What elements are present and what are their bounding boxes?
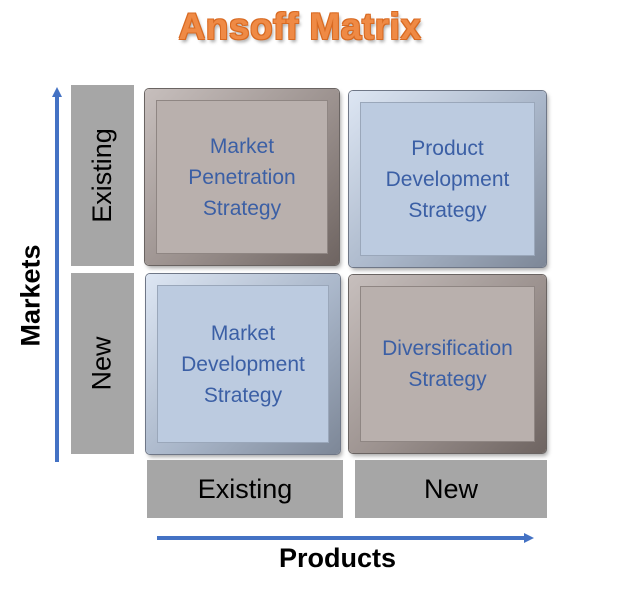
cell-text: Market Development Strategy [181, 321, 305, 407]
row-label-new-text: New [86, 336, 117, 391]
column-label-new: New [355, 460, 547, 518]
y-axis-title: Markets [15, 244, 46, 347]
x-axis-title: Products [279, 543, 397, 573]
column-label-existing-text: Existing [197, 473, 293, 504]
cell-market-development: Market Development Strategy [146, 274, 340, 454]
cell-market-penetration: Market Penetration Strategy [145, 89, 339, 265]
cell-text: Product Development Strategy [385, 136, 510, 222]
cell-diversification: Diversification Strategy [349, 275, 546, 453]
cell-text: Market Penetration Strategy [188, 134, 296, 220]
row-label-existing: Existing [71, 85, 134, 266]
row-label-new: New [71, 273, 134, 454]
column-label-existing: Existing [147, 460, 343, 518]
row-label-existing-text: Existing [87, 128, 118, 223]
cell-product-development: Product Development Strategy [349, 91, 546, 267]
column-label-new-text: New [423, 473, 478, 504]
cell-text: Diversification Strategy [382, 337, 513, 391]
page-title: Ansoff Matrix [178, 6, 422, 47]
